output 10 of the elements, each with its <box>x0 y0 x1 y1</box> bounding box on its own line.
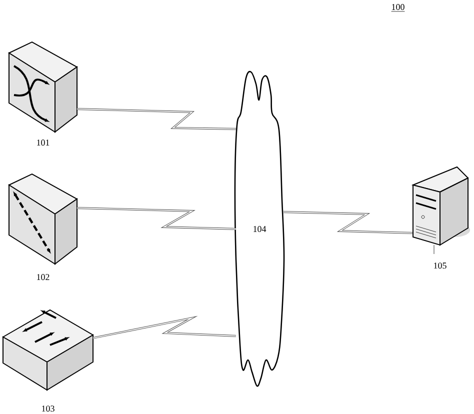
lightning-link <box>282 211 413 234</box>
device-label: 105 <box>434 262 446 269</box>
device-label: 101 <box>37 140 50 146</box>
lightning-link <box>76 108 236 130</box>
figure-number: 100 <box>391 4 405 12</box>
device-label: 103 <box>42 406 54 412</box>
cloud: 104 <box>234 70 285 387</box>
lightning-link <box>92 316 236 339</box>
device-label: 102 <box>37 274 50 280</box>
lightning-link <box>76 207 236 230</box>
